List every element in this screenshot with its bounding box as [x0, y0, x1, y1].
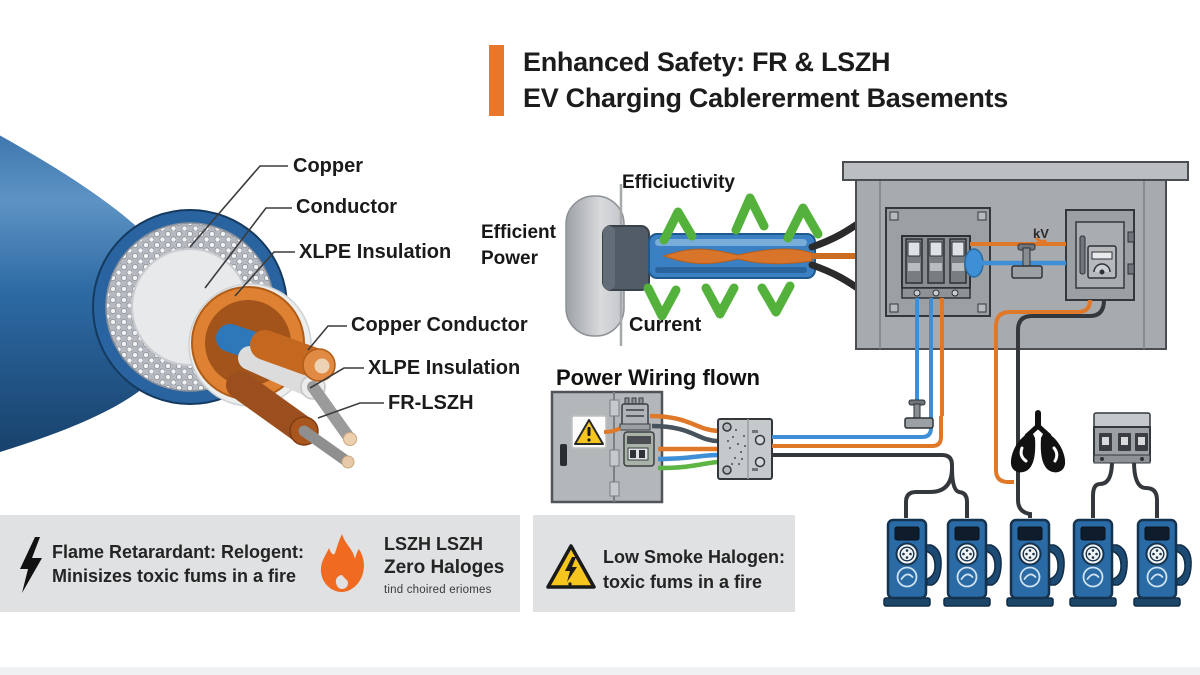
label-copper: Copper [293, 155, 363, 177]
smoke-callout-text: Low Smoke Halogen: toxic fums in a fire [603, 547, 786, 592]
ev-charger-3 [1005, 518, 1066, 608]
feeder-switch [904, 399, 934, 429]
ev-charger-1 [882, 518, 943, 608]
label-current: Current [629, 314, 702, 336]
terminal-block [619, 397, 651, 431]
label-xlpe-inner: XLPE Insulation [368, 357, 521, 379]
disconnect-switch [1011, 243, 1043, 279]
lungs-icon [1010, 410, 1066, 473]
wiring-heading: Power Wiring flown [556, 365, 760, 390]
title-accent-bar [489, 45, 504, 116]
distribution-breaker-box [1093, 412, 1151, 464]
title-line-1: Enhanced Safety: FR & LSZH [523, 47, 891, 77]
cable-cross-section-illustration [0, 135, 384, 469]
label-conductor: Conductor [296, 196, 398, 218]
label-efficiuctivity: Efficiuctivity [622, 172, 735, 193]
flame-retardant-callout: Flame Retarardant: Relogent: Minisizes t… [0, 515, 520, 612]
basement-structure [842, 161, 1189, 416]
power-wiring-cabinet [550, 390, 664, 504]
lszh-callout-text: LSZH LSZH Zero Haloges tind choired erio… [384, 534, 505, 596]
distribution-wires [772, 299, 1159, 518]
warning-triangle-small-icon [574, 419, 604, 445]
warning-triangle-icon [546, 544, 596, 589]
low-smoke-callout: Low Smoke Halogen: toxic fums in a fire [533, 515, 795, 612]
contactor-device [623, 431, 655, 467]
green-flow-arrows [643, 193, 823, 321]
label-efficient-power: Efficient Power [481, 222, 556, 269]
meter-box [1065, 209, 1135, 301]
title-line-2: EV Charging Cablererment Basements [523, 83, 1008, 113]
circuit-breakers [905, 238, 967, 284]
label-copper-conductor: Copper Conductor [351, 314, 528, 336]
kv-label: kV [1033, 226, 1049, 241]
ev-charger-5 [1132, 518, 1193, 608]
label-xlpe-outer: XLPE Insulation [299, 241, 452, 263]
efficiency-cable-illustration [565, 184, 875, 346]
flame-callout-text: Flame Retarardant: Relogent: Minisizes t… [52, 542, 305, 586]
page-title: Enhanced Safety: FR & LSZH EV Charging C… [523, 44, 1008, 116]
lightning-bolt-icon [20, 537, 42, 593]
ev-charger-row [882, 518, 1193, 608]
label-leader-lines [189, 165, 384, 419]
bottom-edge-strip [0, 667, 1200, 675]
label-fr-lszh: FR-LSZH [388, 392, 474, 414]
flow-wires [649, 413, 719, 471]
ev-charger-2 [942, 518, 1003, 608]
inner-wires [216, 324, 357, 469]
flame-icon [320, 534, 364, 592]
panel-wires [915, 236, 1066, 416]
junction-box [717, 418, 773, 480]
ev-charger-4 [1068, 518, 1129, 608]
